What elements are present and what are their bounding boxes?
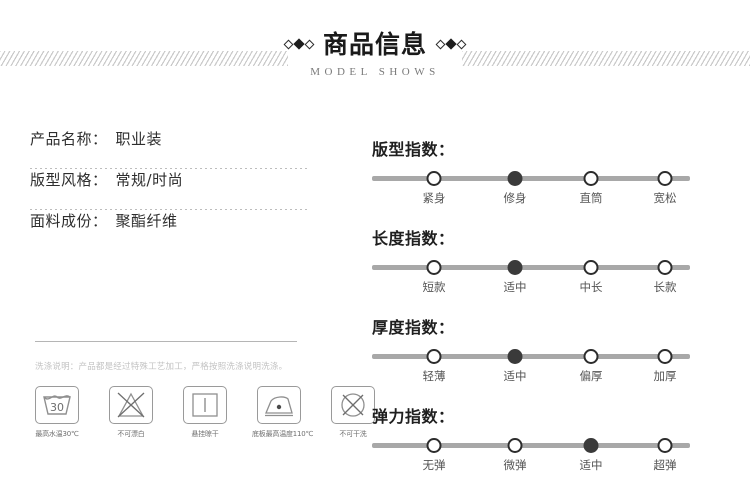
- slider-stop-label-3: 宽松: [653, 191, 677, 205]
- line-dry-glyph: [192, 393, 218, 417]
- wash-tub-icon: 30: [35, 386, 79, 424]
- index-title: 长度指数：: [372, 229, 455, 248]
- care-item: 底板最高温度110℃: [252, 386, 314, 439]
- slider-track: [372, 443, 690, 448]
- svg-text:30: 30: [50, 401, 64, 414]
- slider-stop-label-3: 超弹: [653, 458, 677, 472]
- slider-stop-label-0: 无弹: [422, 458, 446, 472]
- spec-divider: [30, 209, 308, 210]
- spec-label: 版型风格：: [30, 171, 108, 189]
- no-bleach-triangle-icon: [109, 386, 153, 424]
- spec-label: 产品名称：: [30, 130, 108, 148]
- care-caption: 最高水温30℃: [35, 430, 79, 438]
- spec-value: 常规/时尚: [115, 171, 184, 189]
- page-subtitle: MODEL SHOWS: [310, 66, 440, 78]
- slider-stop-label-2: 偏厚: [579, 369, 603, 383]
- index-group-thickness: 厚度指数： 轻薄 适中 偏厚 加厚: [372, 314, 702, 383]
- iron-glyph: [265, 396, 293, 417]
- product-spec-panel: 产品名称： 职业装 版型风格： 常规/时尚 面料成份： 聚酯纤维 洗涤说明：产品…: [30, 128, 375, 438]
- slider-stop-0[interactable]: [426, 171, 442, 186]
- slider-track: [372, 265, 690, 270]
- slider-stop-label-3: 加厚: [653, 369, 677, 383]
- section-divider: [35, 341, 297, 342]
- slider-stop-3[interactable]: [657, 438, 673, 453]
- slider-stop-2[interactable]: [583, 349, 599, 364]
- diamond-ornament-left-icon: [283, 38, 315, 50]
- slider-stop-1[interactable]: [507, 171, 523, 186]
- slider-stop-label-2: 中长: [579, 280, 603, 294]
- slider-stop-label-1: 适中: [503, 280, 527, 294]
- slider-stop-2[interactable]: [583, 260, 599, 275]
- index-title: 弹力指数：: [372, 407, 455, 426]
- slider-stop-label-1: 微弹: [503, 458, 527, 472]
- slider-stop-0[interactable]: [426, 349, 442, 364]
- wash-instruction-note: 洗涤说明：产品都是经过特殊工艺加工，严格按照洗涤说明洗涤。: [35, 362, 288, 372]
- slider-stop-3[interactable]: [657, 349, 673, 364]
- slider-stop-1[interactable]: [507, 438, 523, 453]
- title-block: 商品信息 MODEL SHOWS: [0, 28, 750, 78]
- spec-row: 面料成份： 聚酯纤维: [30, 210, 330, 250]
- slider-stop-2[interactable]: [583, 171, 599, 186]
- slider-stop-label-2: 适中: [579, 458, 603, 472]
- slider-stop-1[interactable]: [507, 260, 523, 275]
- index-group-elasticity: 弹力指数： 无弹 微弹 适中 超弹: [372, 403, 702, 472]
- slider-stop-label-0: 紧身: [422, 191, 446, 205]
- line-dry-icon: [183, 386, 227, 424]
- slider-stop-label-3: 长款: [653, 280, 677, 294]
- spec-value: 聚酯纤维: [115, 212, 178, 230]
- spec-row: 产品名称： 职业装: [30, 128, 330, 168]
- no-dryclean-icon: [331, 386, 375, 424]
- slider-stop-label-0: 短款: [422, 280, 446, 294]
- slider-track: [372, 176, 690, 181]
- slider-stop-1[interactable]: [507, 349, 523, 364]
- care-caption: 悬挂晾干: [191, 430, 219, 438]
- slider-stop-0[interactable]: [426, 260, 442, 275]
- slider-stop-2[interactable]: [583, 438, 599, 453]
- slider-stop-label-1: 适中: [503, 369, 527, 383]
- care-item: 悬挂晾干: [178, 386, 232, 439]
- no-dryclean-glyph: [341, 393, 365, 417]
- slider-stop-label-1: 修身: [503, 191, 527, 205]
- fit-index-slider[interactable]: 紧身 修身 直筒 宽松: [372, 171, 690, 205]
- page-title: 商品信息: [322, 30, 427, 59]
- care-item: 30 最高水温30℃: [30, 386, 84, 439]
- iron-one-dot-icon: [257, 386, 301, 424]
- care-caption: 底板最高温度110℃: [252, 430, 314, 438]
- no-bleach-glyph: [117, 392, 145, 418]
- index-group-length: 长度指数： 短款 适中 中长 长款: [372, 225, 702, 294]
- index-panel: 版型指数： 紧身 修身 直筒 宽松 长度指数： 短款 适中 中长 长款 厚度指数: [372, 136, 702, 492]
- spec-row: 版型风格： 常规/时尚: [30, 169, 330, 209]
- care-caption: 不可干洗: [339, 430, 367, 438]
- index-title: 厚度指数：: [372, 318, 455, 337]
- spec-label: 面料成份：: [30, 212, 108, 230]
- hatch-decoration-left: [0, 51, 288, 66]
- page-header: 商品信息 MODEL SHOWS: [0, 0, 750, 100]
- spec-divider: [30, 168, 308, 169]
- care-caption: 不可漂白: [117, 430, 145, 438]
- diamond-ornament-right-icon: [435, 38, 467, 50]
- slider-stop-3[interactable]: [657, 260, 673, 275]
- elasticity-index-slider[interactable]: 无弹 微弹 适中 超弹: [372, 438, 690, 472]
- spec-value: 职业装: [115, 130, 163, 148]
- index-group-fit: 版型指数： 紧身 修身 直筒 宽松: [372, 136, 702, 205]
- slider-stop-3[interactable]: [657, 171, 673, 186]
- care-symbol-list: 30 最高水温30℃ 不可漂白 悬挂晾干: [30, 386, 380, 439]
- index-title: 版型指数：: [372, 140, 455, 159]
- slider-stop-0[interactable]: [426, 438, 442, 453]
- care-item: 不可漂白: [104, 386, 158, 439]
- wash-tub-glyph: 30: [43, 395, 71, 415]
- slider-stop-label-2: 直筒: [579, 191, 603, 205]
- slider-track: [372, 354, 690, 359]
- hatch-decoration-right: [462, 51, 750, 66]
- thickness-index-slider[interactable]: 轻薄 适中 偏厚 加厚: [372, 349, 690, 383]
- length-index-slider[interactable]: 短款 适中 中长 长款: [372, 260, 690, 294]
- care-item: 不可干洗: [326, 386, 380, 439]
- slider-stop-label-0: 轻薄: [422, 369, 446, 383]
